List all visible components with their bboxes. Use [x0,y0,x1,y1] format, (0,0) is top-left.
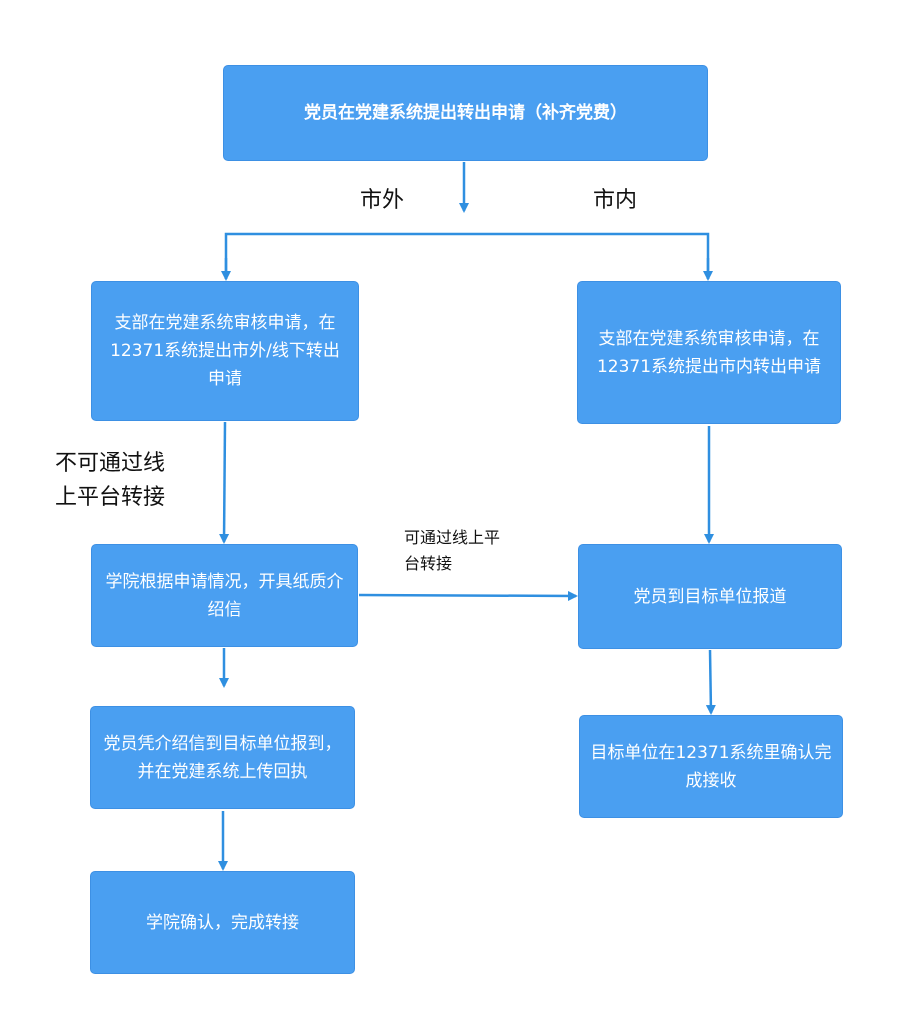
node-college-issue-letter: 学院根据申请情况，开具纸质介绍信 [91,544,358,647]
node-target-confirm: 目标单位在12371系统里确认完成接收 [579,715,843,818]
node-report-to-target-text: 党员到目标单位报道 [633,586,787,607]
label-not-online: 不可通过线 上平台转接 [55,447,165,515]
node-member-report-upload: 党员凭介绍信到目标单位报到，并在党建系统上传回执 [90,706,355,809]
label-can-online: 可通过线上平 台转接 [404,525,500,577]
node-target-confirm-text: 目标单位在12371系统里确认完成接收 [590,742,832,791]
split-connector [224,232,710,279]
node-branch-review-outside-text: 支部在党建系统审核申请，在12371系统提出市外/线下转出申请 [110,313,340,389]
node-college-confirm-text: 学院确认，完成转接 [146,912,299,933]
arrow-report-target-down [705,649,716,715]
node-report-to-target: 党员到目标单位报道 [578,544,842,649]
arrow-online-transfer [358,590,578,601]
node-branch-review-outside: 支部在党建系统审核申请，在12371系统提出市外/线下转出申请 [91,281,359,421]
label-can-online-line2: 台转接 [404,554,453,573]
arrow-branch-out-down [219,421,230,544]
node-member-report-upload-text: 党员凭介绍信到目标单位报到，并在党建系统上传回执 [103,733,342,782]
label-outside-city: 市外 [360,188,405,213]
node-branch-review-inside: 支部在党建系统审核申请，在12371系统提出市内转出申请 [577,281,841,424]
node-branch-review-inside-text: 支部在党建系统审核申请，在12371系统提出市内转出申请 [596,328,822,377]
node-college-confirm: 学院确认，完成转接 [90,871,355,974]
label-inside-city: 市内 [593,188,638,213]
label-not-online-line1: 不可通过线 [55,451,166,476]
label-can-online-line1: 可通过线上平 [404,528,501,547]
label-not-online-line2: 上平台转接 [55,485,166,510]
node-apply-transfer-text: 党员在党建系统提出转出申请（补齐党费） [304,103,627,123]
node-apply-transfer: 党员在党建系统提出转出申请（补齐党费） [223,65,708,161]
node-college-issue-letter-text: 学院根据申请情况，开具纸质介绍信 [105,571,344,620]
